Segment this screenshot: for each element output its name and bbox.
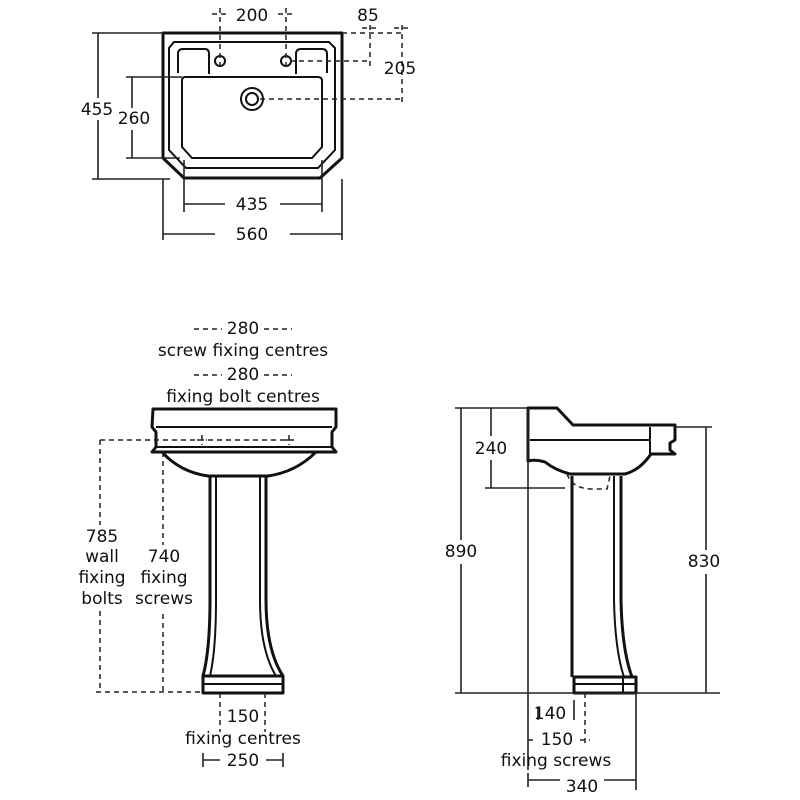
side-dimension-lines xyxy=(455,407,720,790)
pedestal-foot xyxy=(201,674,285,695)
side-view: 240 890 830 140 150 fixing screws 340 xyxy=(440,406,728,797)
dim-tap-centres: 200 xyxy=(236,6,268,26)
dim-overall-depth: 455 xyxy=(81,100,113,120)
label-bolt-centres: fixing bolt centres xyxy=(166,387,320,407)
plan-dashed-guides xyxy=(212,8,410,105)
label-screws-1: fixing xyxy=(140,568,187,588)
label-wall-bolts-2: fixing xyxy=(78,568,125,588)
basin-side-profile xyxy=(526,406,677,476)
dim-bolt-centres: 280 xyxy=(227,365,259,385)
dim-screw-centres: 280 xyxy=(227,319,259,339)
waste-outlet-outer xyxy=(240,87,264,111)
basin-front-rim xyxy=(150,407,338,454)
bowl-outline xyxy=(181,76,323,159)
dim-side-screw-centres: 150 xyxy=(541,730,573,750)
foot-width-dim xyxy=(202,753,284,767)
label-screw-centres: screw fixing centres xyxy=(158,341,328,361)
right-soap-recess xyxy=(295,48,328,74)
pedestal-inner-lines xyxy=(209,476,277,677)
side-pedestal-inner xyxy=(613,476,625,678)
plan-dimension-lines xyxy=(92,32,343,240)
label-screws-2: screws xyxy=(135,589,193,609)
dim-overall-height: 890 xyxy=(445,542,477,562)
dim-wall-bolts: 785 xyxy=(86,527,118,547)
left-soap-recess xyxy=(177,48,210,74)
basin-plan-inner-rim xyxy=(168,41,336,169)
label-wall-bolts-3: bolts xyxy=(81,589,123,609)
dim-projection: 340 xyxy=(566,777,598,797)
dim-waste-offset: 205 xyxy=(384,59,416,79)
dim-bowl-depth: 260 xyxy=(118,109,150,129)
side-foot-lines xyxy=(574,677,636,693)
side-rim-lines xyxy=(530,427,651,454)
plan-view: 200 85 205 455 260 435 560 xyxy=(81,6,416,245)
trap-outline xyxy=(566,473,611,490)
label-wall-bolts-1: wall xyxy=(85,547,119,567)
dim-screws: 740 xyxy=(148,547,180,567)
waste-outlet-inner xyxy=(245,92,259,106)
pedestal-column xyxy=(201,476,285,677)
basin-bowl xyxy=(160,450,318,478)
dim-foot-centres: 150 xyxy=(227,707,259,727)
dim-bowl-height: 240 xyxy=(475,439,507,459)
dim-tap-offset: 85 xyxy=(357,6,379,26)
dim-wall-to-foot: 140 xyxy=(534,704,566,724)
side-dashed-guides xyxy=(528,693,590,745)
rim-detail-lines xyxy=(156,426,332,448)
dim-foot-width: 250 xyxy=(227,751,259,771)
front-view: 280 screw fixing centres 280 fixing bolt… xyxy=(78,319,338,771)
label-side-screws: fixing screws xyxy=(501,751,612,771)
dim-rim-height: 830 xyxy=(688,552,720,572)
dim-overall-width: 560 xyxy=(236,225,268,245)
side-pedestal xyxy=(570,476,634,678)
dim-bowl-width: 435 xyxy=(236,195,268,215)
label-foot-centres: fixing centres xyxy=(185,729,301,749)
